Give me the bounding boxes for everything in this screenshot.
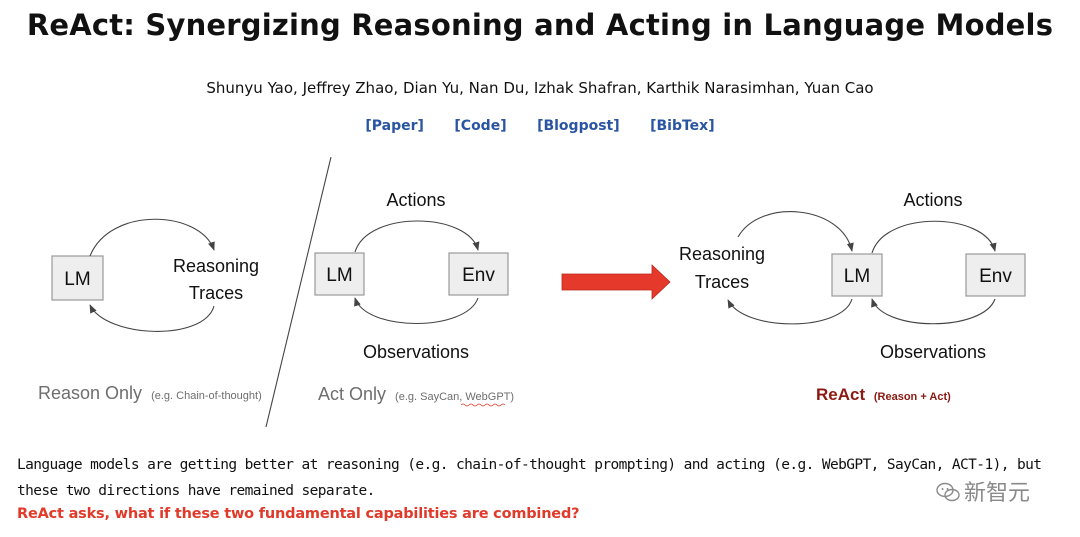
env-label: Env [979, 266, 1012, 287]
key-question: ReAct asks, what if these two fundamenta… [17, 506, 580, 522]
react-diagram-group: LM Env Actions Observations Reasoning Tr… [679, 190, 1026, 404]
author-list: Shunyu Yao, Jeffrey Zhao, Dian Yu, Nan D… [206, 79, 874, 97]
page-title: ReAct: Synergizing Reasoning and Acting … [26, 8, 1054, 42]
lm-box [51, 255, 104, 301]
paper-link[interactable]: [Paper] [365, 118, 424, 134]
reasoning-arrow [737, 211, 854, 252]
lm-box [314, 252, 365, 296]
react-caption: ReAct (Reason + Act) [816, 385, 951, 404]
reasoning-label: Reasoning [679, 244, 765, 264]
reason-only-caption: Reason Only (e.g. Chain-of-thought) [38, 383, 262, 403]
watermark-text: 新智元 [964, 481, 1031, 506]
act-only-diagram: LM Env Actions Observations Act Only (e.… [314, 190, 514, 407]
bibtex-link[interactable]: [BibTex] [650, 118, 715, 134]
lm-box [831, 253, 883, 297]
actions-label: Actions [903, 190, 962, 210]
act-only-caption: Act Only (e.g. SayCan, WebGPT) [318, 384, 514, 404]
combine-arrow [561, 264, 671, 300]
traces-label: Traces [695, 272, 749, 292]
env-box [448, 252, 509, 296]
summary-line-1: Language models are getting better at re… [17, 457, 1042, 473]
actions-arrow [871, 220, 997, 254]
env-label: Env [462, 265, 495, 286]
react-diagram: LM Reasoning Traces Reason Only (e.g. Ch… [38, 156, 1026, 428]
actions-arrow [354, 220, 480, 253]
env-box [965, 253, 1026, 297]
summary-paragraph: Language models are getting better at re… [17, 452, 1042, 504]
code-link[interactable]: [Code] [454, 118, 507, 134]
spellcheck-underline [460, 403, 506, 407]
resource-links: [Paper] [Code] [Blogpost] [BibTex] [0, 118, 1080, 134]
wechat-icon [936, 482, 960, 502]
reasoning-return-arrow [727, 298, 853, 325]
observations-arrow [871, 298, 996, 325]
summary-line-2: these two directions have remained separ… [17, 483, 375, 499]
watermark: 新智元 [936, 475, 1030, 507]
traces-label: Traces [189, 283, 243, 303]
lm-label: LM [844, 266, 870, 287]
observations-label: Observations [880, 342, 986, 362]
section-divider [265, 156, 332, 428]
observations-arrow [354, 297, 479, 325]
blogpost-link[interactable]: [Blogpost] [537, 118, 620, 134]
reason-only-diagram: LM Reasoning Traces Reason Only (e.g. Ch… [38, 218, 262, 403]
reasoning-label: Reasoning [173, 256, 259, 276]
reasoning-return-arrow [89, 304, 215, 332]
reasoning-arrow [89, 218, 215, 257]
lm-label: LM [64, 269, 90, 290]
lm-label: LM [326, 265, 352, 286]
actions-label: Actions [386, 190, 445, 210]
observations-label: Observations [363, 342, 469, 362]
